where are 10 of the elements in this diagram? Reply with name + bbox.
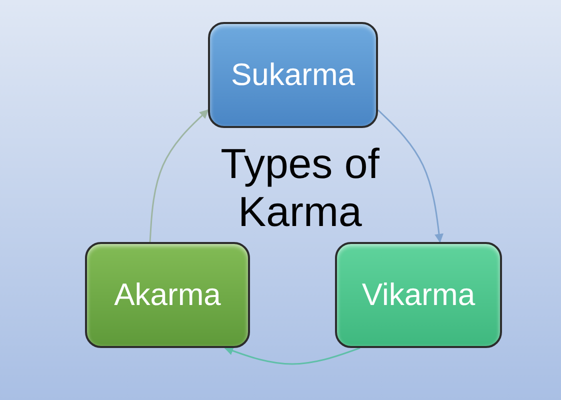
diagram-title-text: Types of Karma (220, 140, 380, 236)
rounded-box (85, 242, 250, 348)
box-label: Vikarma (362, 277, 476, 313)
box-label: Sukarma (230, 57, 356, 93)
rounded-box (335, 242, 502, 348)
curved-arrow (377, 109, 444, 243)
curved-arrow (149, 109, 209, 242)
curved-arrow (224, 346, 360, 365)
box-label: Akarma (114, 277, 221, 313)
rounded-box (208, 22, 378, 128)
